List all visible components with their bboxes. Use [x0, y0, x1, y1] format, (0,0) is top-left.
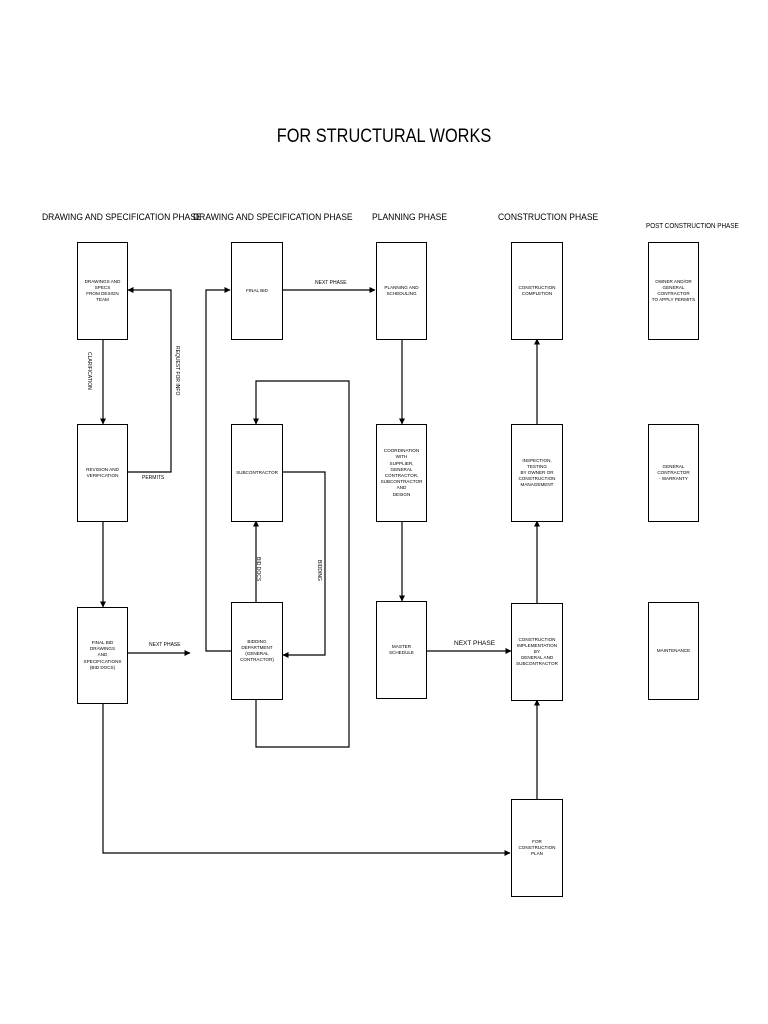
label-bid-docs: BID DOCS — [255, 557, 261, 582]
box-revision-verification: REVISION AND VERIFICATION — [77, 424, 128, 522]
box-construction-completion: CONSTRUCTION COMPLETION — [511, 242, 563, 340]
label-next-phase-2: NEXT PHASE — [315, 280, 347, 286]
box-inspection-testing: INSPECTION, TESTING BY OWNER OR CONSTRUC… — [511, 424, 563, 522]
label-request-for-info: REQUEST FOR INFO — [174, 346, 180, 396]
box-subcontractor: SUBCONTRACTOR — [231, 424, 283, 522]
arrow-to-construction-plan — [102, 703, 511, 856]
box-final-bid-drawings: FINAL BID DRAWINGS AND SPECIFICATIONS (B… — [77, 607, 128, 704]
box-construction-implementation: CONSTRUCTION IMPLEMENTATION BY GENERAL A… — [511, 603, 563, 701]
phase-drawing-spec-2: DRAWING AND SPECIFICATION PHASE — [193, 212, 353, 223]
arrow-loop-to-subcontractor — [253, 380, 350, 748]
box-planning-scheduling: PLANNING AND SCHEDULING — [376, 242, 427, 340]
arrow-bidding — [282, 471, 326, 658]
box-owner-apply-permits: OWNER AND/OR GENERAL CONTRACTOR TO APPLY… — [648, 242, 699, 340]
phase-planning: PLANNING PHASE — [372, 212, 448, 223]
box-drawings-from-design-team: DRAWINGS AND SPECS FROM DESIGN TEAM — [77, 242, 128, 340]
phase-construction: CONSTRUCTION PHASE — [498, 212, 599, 223]
label-permits: PERMITS — [142, 475, 165, 481]
box-coordination: COORDINATION WITH SUPPLIER, GENERAL CONT… — [376, 424, 427, 522]
label-next-phase-3: NEXT PHASE — [454, 640, 496, 647]
label-bidding: BIDDING — [316, 560, 322, 581]
box-for-construction-plan: FOR CONSTRUCTION PLAN — [511, 799, 563, 897]
box-bidding-department: BIDDING DEPARTMENT (GENERAL CONTRACTOR) — [231, 602, 283, 700]
diagram-title: FOR STRUCTURAL WORKS — [276, 126, 492, 147]
arrow-bidding-to-final-bid — [205, 287, 231, 652]
box-warranty: GENERAL CONTRACTOR - WARRANTY — [648, 424, 699, 522]
label-next-phase-1: NEXT PHASE — [149, 642, 181, 648]
phase-post-construction: POST CONSTRUCTION PHASE — [646, 223, 739, 230]
phase-drawing-spec-1: DRAWING AND SPECIFICATION PHASE — [42, 212, 202, 223]
box-final-bid: FINAL BID — [231, 242, 283, 340]
box-master-schedule: MASTER SCHEDULE — [376, 601, 427, 699]
arrow-request-for-info — [127, 287, 172, 473]
label-clarification: CLARIFICATION — [86, 352, 92, 390]
box-maintenance: MAINTENANCE — [648, 602, 699, 700]
